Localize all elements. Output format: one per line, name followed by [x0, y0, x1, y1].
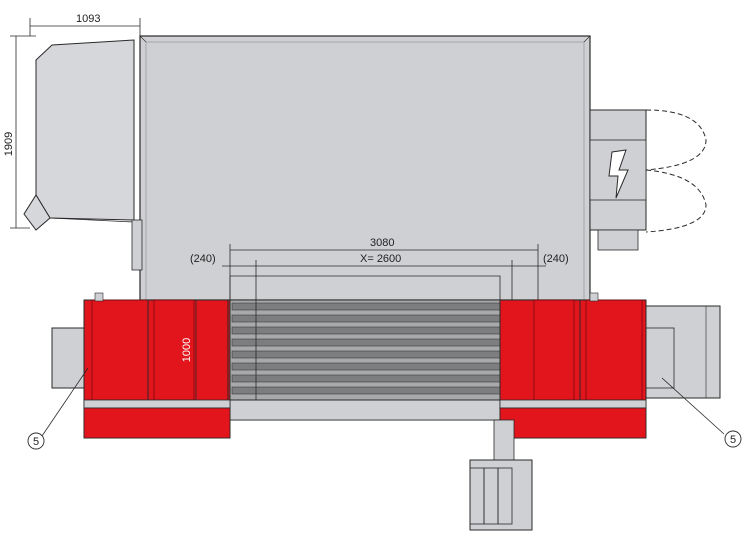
roller-bars	[229, 299, 503, 401]
callout-right: 5	[661, 377, 742, 448]
dim-left-height-label: 1909	[3, 132, 15, 156]
right-outer-block	[639, 305, 721, 399]
dim-overall-width: 3080	[229, 237, 539, 300]
bottom-base	[229, 399, 503, 421]
callout-right-label: 5	[730, 434, 736, 446]
left-red-unit	[83, 292, 231, 439]
dim-table-depth: 1000	[181, 300, 197, 400]
dim-inner-width: X= 2600	[255, 253, 513, 400]
dim-right-margin-label: (240)	[543, 253, 569, 265]
callout-left: 5	[27, 367, 89, 450]
dim-left-height: 1909	[3, 35, 36, 229]
dim-top-width-label: 1093	[76, 13, 100, 25]
left-hood	[23, 39, 135, 231]
dim-left-margin: (240)	[190, 253, 256, 267]
dim-right-margin: (240)	[512, 253, 569, 267]
dim-inner-width-label: X= 2600	[360, 253, 401, 265]
dim-top-width: 1093	[29, 13, 141, 36]
dim-left-margin-label: (240)	[190, 253, 216, 265]
dim-overall-width-label: 3080	[370, 237, 394, 249]
callout-left-label: 5	[33, 436, 39, 448]
drive-motor	[469, 419, 533, 531]
lightning-icon	[608, 149, 629, 199]
right-red-unit	[499, 292, 647, 439]
electrical-cabinet	[589, 109, 707, 251]
dim-table-depth-label: 1000	[181, 338, 193, 362]
